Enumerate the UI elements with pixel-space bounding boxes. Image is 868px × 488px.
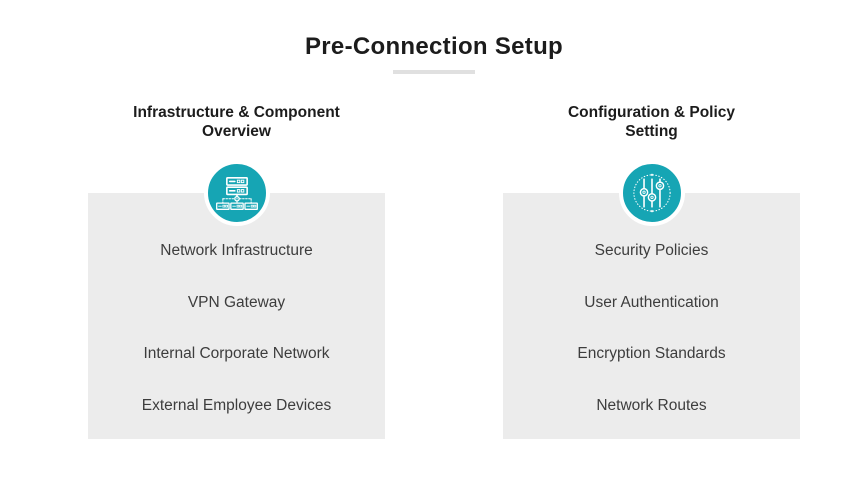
list-item: User Authentication [584,293,719,311]
network-infrastructure-icon [203,160,270,226]
column-heading: Configuration & Policy Setting [503,103,800,141]
configuration-item-list: Security Policies User Authentication En… [503,225,800,431]
sliders-icon [618,160,685,226]
column-infrastructure-overview: Infrastructure & Component Overview [88,103,385,443]
infrastructure-item-list: Network Infrastructure VPN Gateway Inter… [88,225,385,431]
column-heading-line2: Overview [202,123,271,140]
page-title: Pre-Connection Setup [304,33,563,60]
column-heading-line1: Infrastructure & Component [133,104,340,121]
list-item: Security Policies [594,242,709,259]
column-heading-line2: Setting [625,123,678,140]
title-underline [393,70,475,74]
list-item: Encryption Standards [577,345,726,362]
column-configuration-policy: Configuration & Policy Setting [503,103,800,443]
column-heading: Infrastructure & Component Overview [88,103,385,141]
infrastructure-panel: Network Infrastructure VPN Gateway Inter… [88,160,385,439]
list-item: Internal Corporate Network [143,345,330,362]
list-item: Network Routes [596,396,707,414]
list-item: External Employee Devices [141,396,332,414]
configuration-panel: Security Policies User Authentication En… [503,160,800,439]
list-item: Network Infrastructure [160,242,313,259]
column-heading-line1: Configuration & Policy [567,104,736,121]
list-item: VPN Gateway [187,293,286,311]
